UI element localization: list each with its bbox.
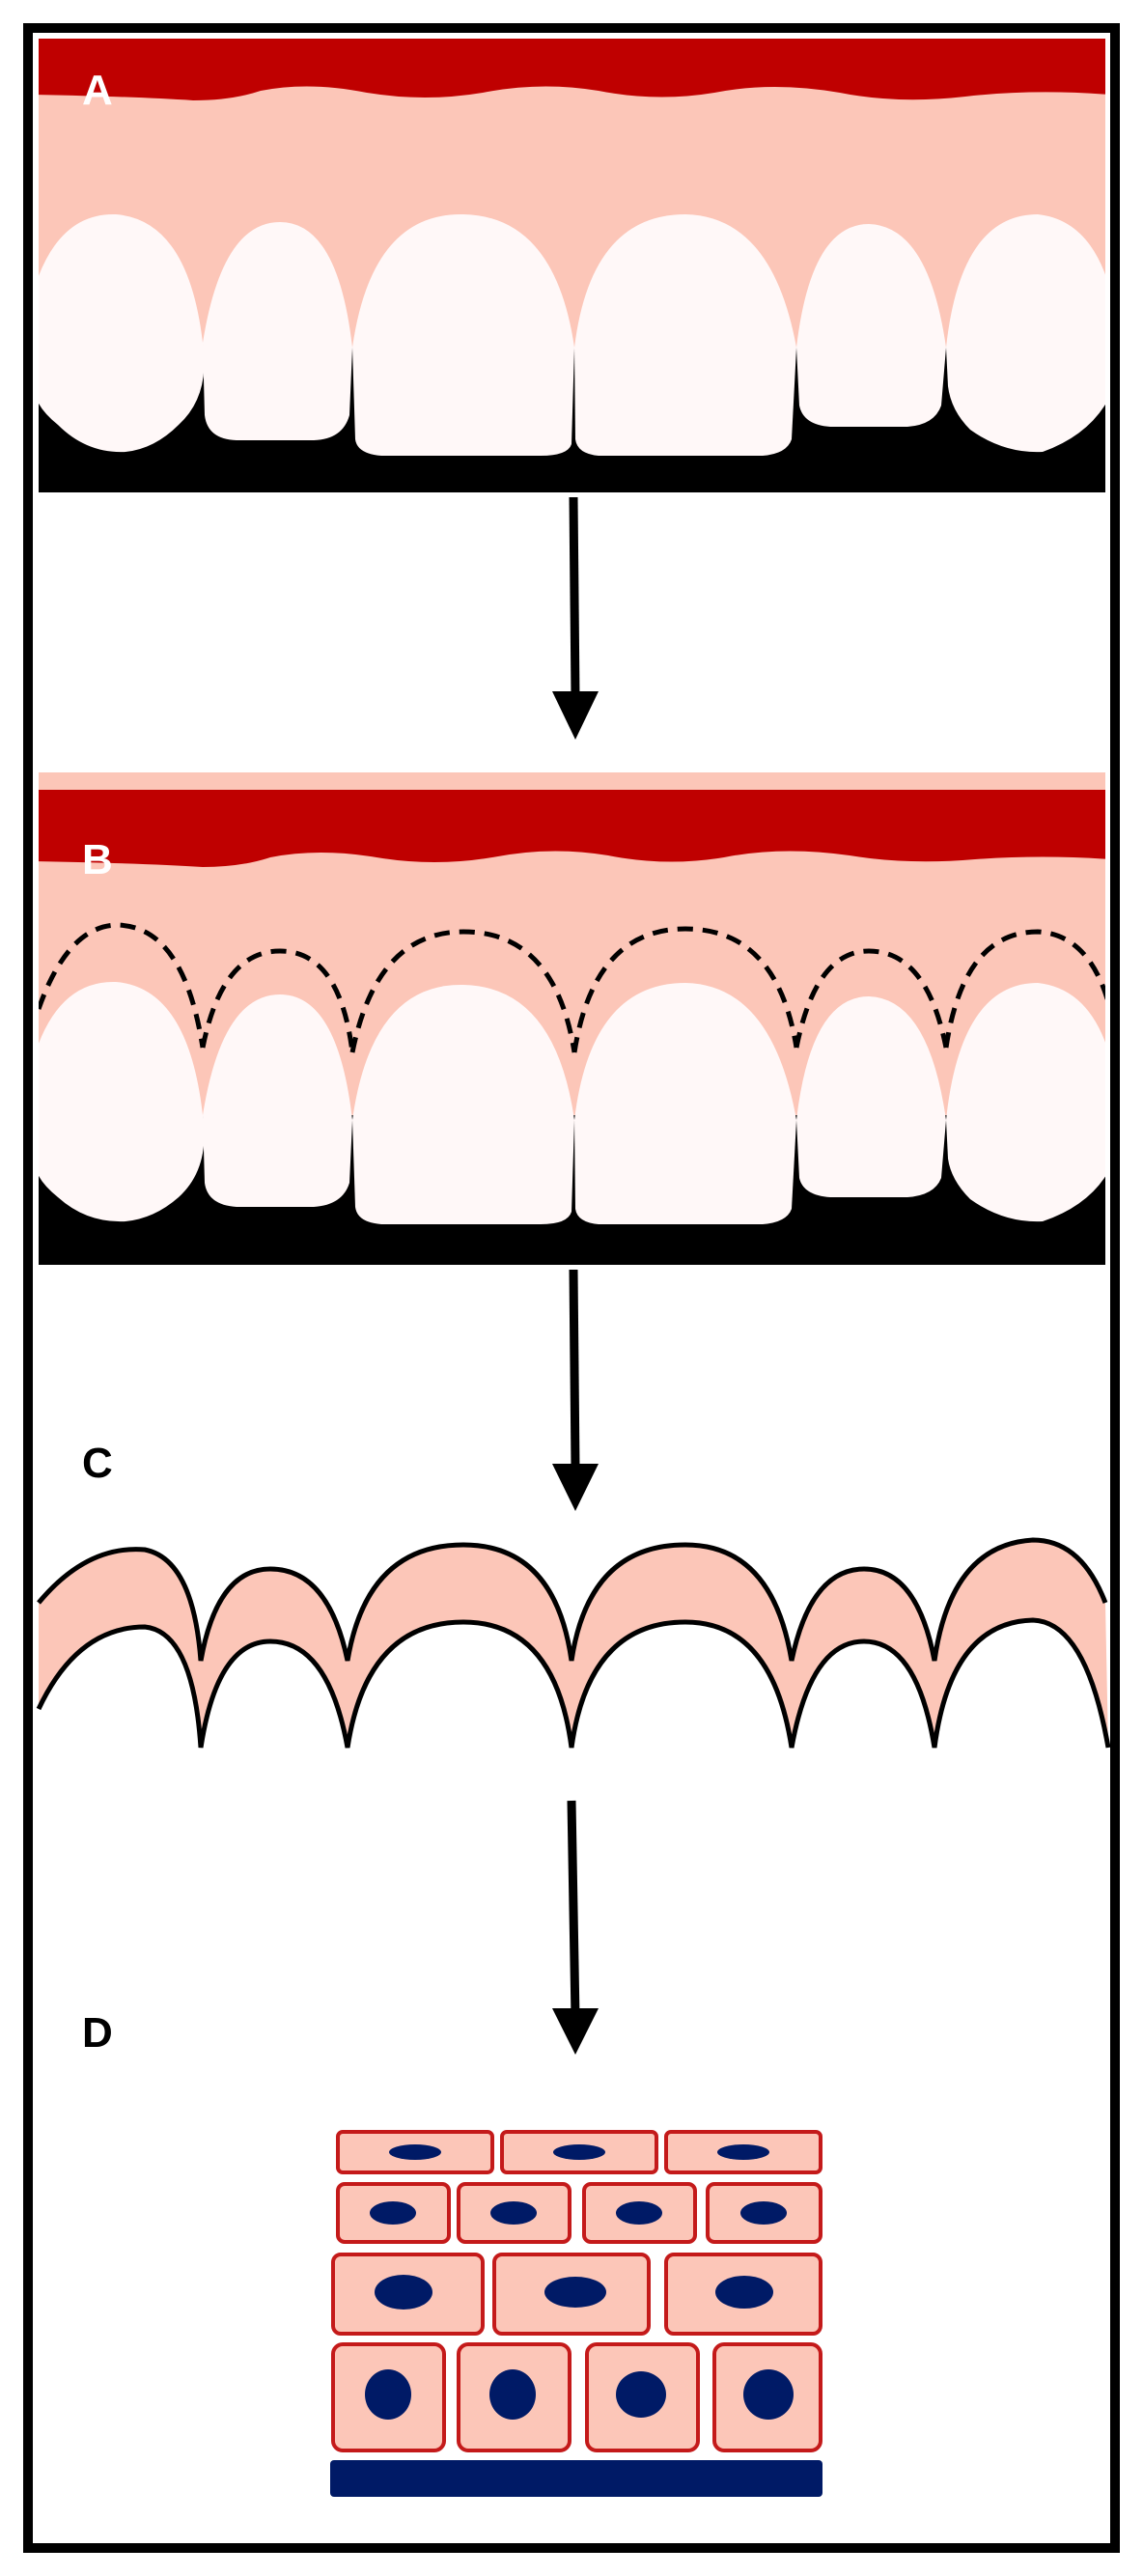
tooth-b5 bbox=[796, 996, 946, 1197]
cell-layer-upper-intermediate bbox=[336, 2182, 822, 2244]
tooth-a3 bbox=[352, 213, 574, 456]
arrow-a-to-b bbox=[552, 496, 599, 740]
tooth-a5 bbox=[796, 224, 946, 427]
outer-frame bbox=[23, 23, 1120, 2553]
gum-strip-lower-edge bbox=[36, 1617, 1111, 1749]
cell-layer-lower-intermediate bbox=[331, 2253, 822, 2336]
teeth-row-a bbox=[39, 213, 1105, 456]
dark-gum-band-b bbox=[39, 779, 1105, 867]
dark-gum-band bbox=[39, 39, 1105, 100]
cell-layer-superficial bbox=[336, 2130, 822, 2174]
arrow-b-to-c bbox=[552, 1269, 599, 1511]
tooth-b1 bbox=[39, 981, 205, 1222]
teeth-row-b bbox=[39, 981, 1105, 1224]
panel-label-a: A bbox=[82, 67, 113, 114]
tooth-b2 bbox=[203, 994, 352, 1207]
panel-d-epithelial-layers bbox=[330, 2130, 822, 2497]
tooth-b6 bbox=[946, 983, 1105, 1222]
panel-c-harvested-gum-tissue bbox=[36, 1537, 1111, 1749]
panel-label-b: B bbox=[82, 836, 113, 883]
tooth-a2 bbox=[203, 222, 352, 440]
gum-strip-upper-edge bbox=[37, 1537, 1108, 1662]
tooth-b4 bbox=[574, 983, 796, 1224]
cell-layer-basal bbox=[331, 2342, 822, 2452]
panel-b-gums-with-outlines bbox=[39, 772, 1105, 1265]
tooth-a6 bbox=[946, 214, 1105, 453]
basement-membrane bbox=[330, 2460, 822, 2497]
panel-label-c: C bbox=[82, 1440, 113, 1487]
tooth-a4 bbox=[574, 214, 796, 456]
tooth-a1 bbox=[39, 213, 205, 453]
arrow-c-to-d bbox=[552, 1800, 599, 2055]
panel-a-gums-and-teeth bbox=[39, 39, 1105, 492]
dashed-outline-row bbox=[39, 922, 1105, 1053]
tooth-b3 bbox=[352, 984, 574, 1224]
panel-label-d: D bbox=[82, 2009, 113, 2057]
gum-strip-fill bbox=[39, 1540, 1108, 1748]
